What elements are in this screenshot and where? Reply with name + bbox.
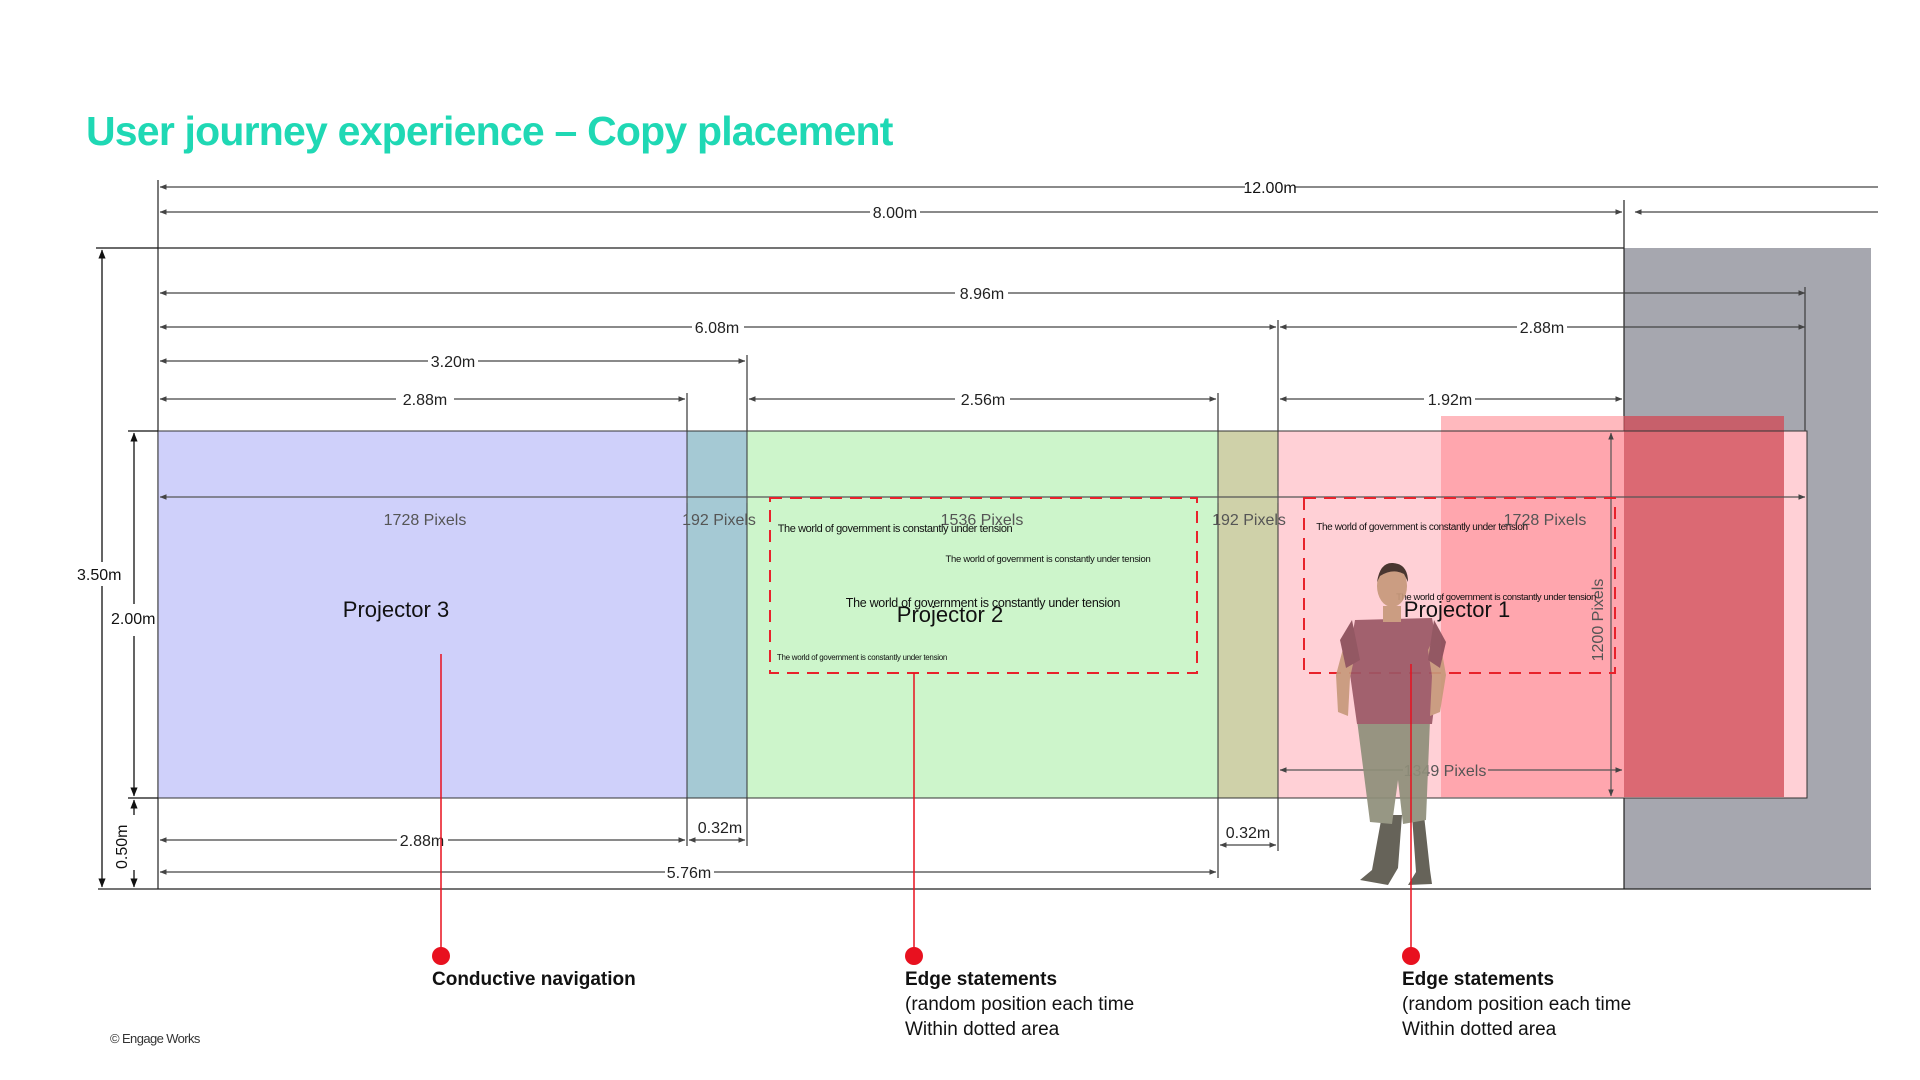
callout-leaders xyxy=(440,654,1412,956)
dim-bottom-p3: 2.88m xyxy=(400,833,444,850)
pixels-p3: 1728 Pixels xyxy=(384,512,467,529)
copyright: © Engage Works xyxy=(110,1031,200,1046)
callout-conductive-navigation: Conductive navigation xyxy=(432,967,636,992)
projector-1-label: Projector 1 xyxy=(1404,597,1510,622)
page-title: User journey experience – Copy placement xyxy=(86,108,893,154)
callout-heading: Edge statements xyxy=(1402,969,1555,990)
top-dimensions xyxy=(159,184,1878,431)
dim-total-width: 12.00m xyxy=(1243,180,1296,197)
sample-statement: The world of government is constantly un… xyxy=(778,523,1013,535)
callout-heading: Edge statements xyxy=(905,969,1058,990)
copy-area-right xyxy=(1303,497,1616,674)
sample-statement: The world of government is constantly un… xyxy=(777,653,947,662)
dim-p1-span: 2.88m xyxy=(1520,320,1564,337)
dim-p3-blend-span: 3.20m xyxy=(431,354,475,371)
callout-marker xyxy=(1402,947,1420,965)
projector-3-label: Projector 3 xyxy=(343,597,449,622)
bottom-dimensions xyxy=(159,798,1279,878)
wall-overlap-shade xyxy=(1624,416,1784,797)
pixels-p1-height: 1200 Pixels xyxy=(1590,579,1607,662)
sample-statement: The world of government is constantly un… xyxy=(946,554,1151,565)
callout-line: Within dotted area xyxy=(1402,1019,1557,1040)
dim-p3-width: 2.88m xyxy=(403,392,447,409)
sample-statement: The world of government is constantly un… xyxy=(1396,592,1596,603)
callout-marker xyxy=(905,947,923,965)
vertical-dimensions xyxy=(96,247,158,888)
callout-edge-statements-center: Edge statements (random position each ti… xyxy=(905,967,1134,1042)
callout-marker xyxy=(432,947,450,965)
dim-projection-width: 8.96m xyxy=(960,286,1004,303)
projector-2-zone xyxy=(746,430,1219,799)
callout-heading: Conductive navigation xyxy=(432,969,636,990)
callout-edge-statements-right: Edge statements (random position each ti… xyxy=(1402,967,1631,1042)
projector-2-label: Projector 2 xyxy=(897,602,1003,627)
dim-total-height: 3.50m xyxy=(77,567,121,584)
callout-line: (random position each time xyxy=(1402,994,1632,1015)
sample-statement: The world of government is constantly un… xyxy=(1316,522,1527,533)
dim-image-height: 2.00m xyxy=(111,611,155,628)
projector-1-outline xyxy=(1277,430,1808,799)
pixels-blend-left: 192 Pixels xyxy=(682,512,756,529)
sample-statement: The world of government is constantly un… xyxy=(846,596,1121,610)
callout-line: Within dotted area xyxy=(905,1019,1060,1040)
dim-bottom-total: 5.76m xyxy=(667,865,711,882)
blend-zone-left xyxy=(686,430,748,799)
dim-wall-width: 8.00m xyxy=(873,205,917,222)
dim-base-height: 0.50m xyxy=(114,825,131,869)
pixels-p1: 1728 Pixels xyxy=(1504,512,1587,529)
dim-p2-width: 2.56m xyxy=(961,392,1005,409)
dim-bottom-blend-right: 0.32m xyxy=(1226,825,1270,842)
dim-p3-p2-span: 6.08m xyxy=(695,320,739,337)
pixels-p2: 1536 Pixels xyxy=(941,512,1024,529)
projector-3-zone xyxy=(157,430,688,799)
callout-line: (random position each time xyxy=(905,994,1135,1015)
dim-bottom-blend-left: 0.32m xyxy=(698,820,742,837)
dim-p1-visible: 1.92m xyxy=(1428,392,1472,409)
pixels-blend-right: 192 Pixels xyxy=(1212,512,1286,529)
blend-zone-right xyxy=(1217,430,1279,799)
